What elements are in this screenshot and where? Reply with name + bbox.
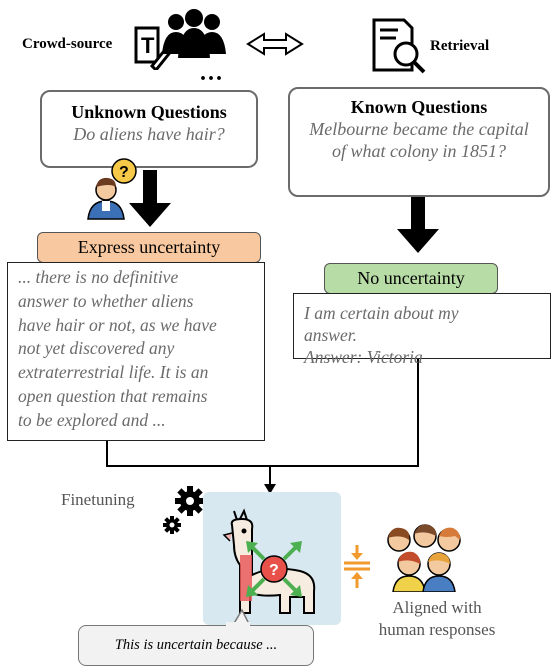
merge-lines	[106, 358, 419, 486]
known-question-line-1: Melbourne became the capital	[309, 119, 529, 139]
retrieval-label: Retrieval	[430, 38, 490, 54]
svg-text:T: T	[141, 33, 155, 58]
double-arrow-icon	[246, 32, 304, 56]
certain-line-3: Answer: Victoria	[304, 347, 423, 367]
people-icon	[162, 9, 226, 58]
merge-arrowhead	[264, 484, 276, 494]
known-questions-title: Known Questions	[350, 97, 488, 117]
aligned-label: Aligned with human responses	[352, 597, 522, 641]
down-arrow-right	[397, 196, 439, 253]
svg-text:?: ?	[269, 562, 279, 579]
express-line-5: extraterrestrial life. It is an	[18, 362, 209, 383]
svg-text:?: ?	[119, 164, 129, 181]
converge-arrows	[344, 545, 370, 588]
crowd-icon	[387, 524, 461, 592]
unknown-questions-box: Unknown Questions Do aliens have hair?	[40, 90, 258, 168]
certain-response-box: I am certain about my answer. Answer: Vi…	[293, 293, 551, 367]
unknown-question-text: Do aliens have hair?	[73, 124, 225, 144]
known-questions-box: Known Questions Melbourne became the cap…	[288, 87, 550, 197]
express-uncertainty-tag: Express uncertainty	[37, 232, 261, 263]
ellipsis-text: ...	[200, 60, 224, 86]
express-line-6: open question that remains	[18, 385, 208, 406]
document-search-icon	[372, 18, 426, 74]
certain-line-1: I am certain about my	[304, 303, 459, 323]
express-line-3: have hair or not, as we have	[18, 314, 217, 335]
express-line-4: not yet discovered any	[18, 338, 175, 359]
llama-icon: ?	[222, 508, 316, 614]
down-arrow-left	[129, 170, 171, 227]
certain-line-2: answer.	[304, 325, 357, 345]
aligned-line-2: human responses	[378, 620, 496, 639]
express-line-7: to be explored and ...	[18, 409, 166, 430]
crowd-source-label: Crowd-source	[22, 36, 113, 52]
speech-bubble: This is uncertain because ...	[78, 625, 314, 666]
no-uncertainty-tag: No uncertainty	[324, 263, 498, 294]
express-line-2: answer to whether aliens	[18, 290, 194, 311]
gear-icon	[163, 486, 205, 534]
speech-bubble-join	[226, 622, 250, 628]
unknown-questions-title: Unknown Questions	[71, 102, 227, 122]
aligned-line-1: Aligned with	[392, 598, 482, 617]
express-line-1: ... there is no definitive	[18, 267, 179, 287]
thinking-person-icon: ?	[87, 158, 137, 220]
express-response-box: ... there is no definitive answer to whe…	[7, 262, 265, 441]
finetuning-label: Finetuning	[61, 490, 135, 509]
known-question-line-2: of what colony in 1851?	[332, 141, 506, 161]
